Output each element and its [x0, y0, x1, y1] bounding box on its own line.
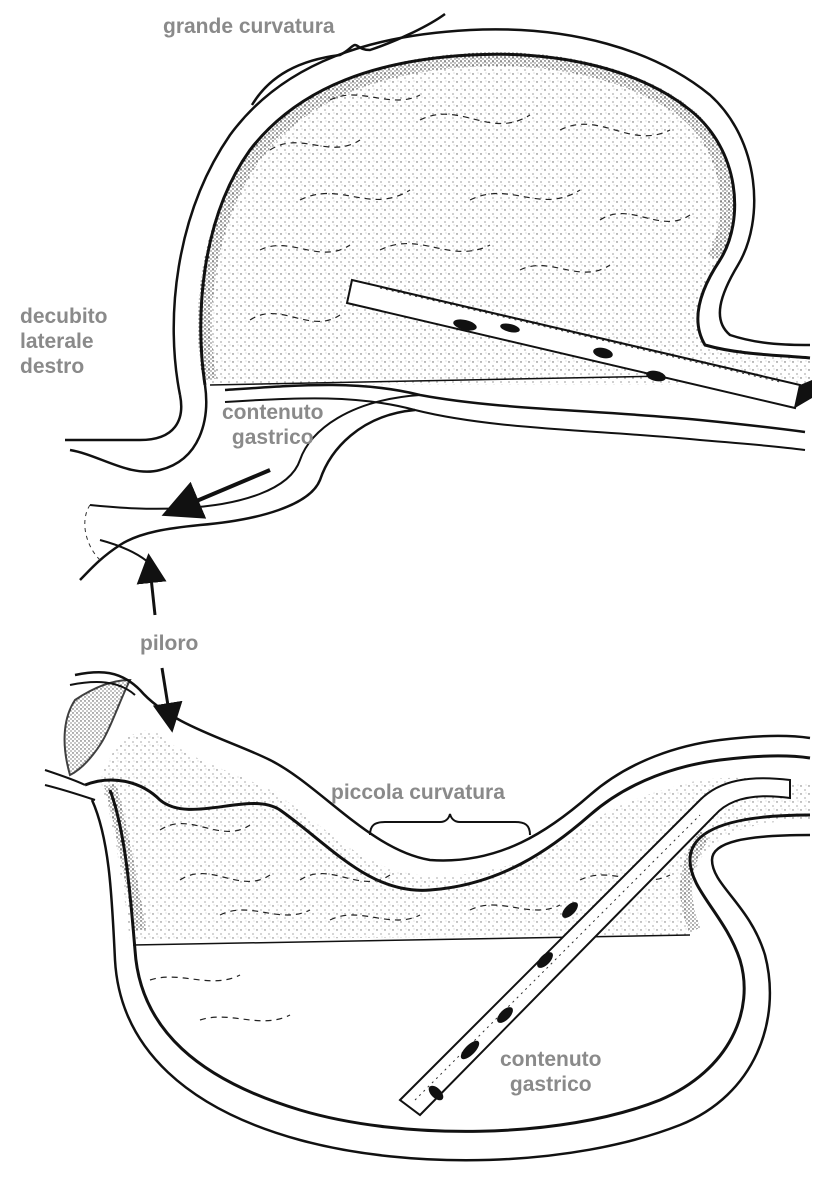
piccola-curvatura-bracket — [370, 814, 530, 835]
label-grande-curvatura: grande curvatura — [163, 14, 335, 39]
label-decubito-line-2: laterale — [20, 329, 108, 354]
label-piloro: piloro — [140, 631, 198, 656]
label-contenuto-top-line-2: gastrico — [222, 425, 323, 450]
flow-arrow — [180, 470, 270, 508]
lower-stomach — [45, 672, 810, 1160]
label-decubito-line-1: decubito — [20, 304, 108, 329]
label-contenuto-bottom-line-2: gastrico — [500, 1072, 601, 1097]
label-decubito-line-3: destro — [20, 354, 108, 379]
label-decubito-laterale-destro: decubito laterale destro — [20, 304, 108, 379]
label-contenuto-gastrico-bottom: contenuto gastrico — [500, 1047, 601, 1097]
label-contenuto-top-line-1: contenuto — [222, 400, 323, 425]
label-piccola-curvatura: piccola curvatura — [331, 780, 505, 805]
label-contenuto-bottom-line-1: contenuto — [500, 1047, 601, 1072]
label-contenuto-gastrico-top: contenuto gastrico — [222, 400, 323, 450]
upper-stomach — [65, 14, 812, 580]
